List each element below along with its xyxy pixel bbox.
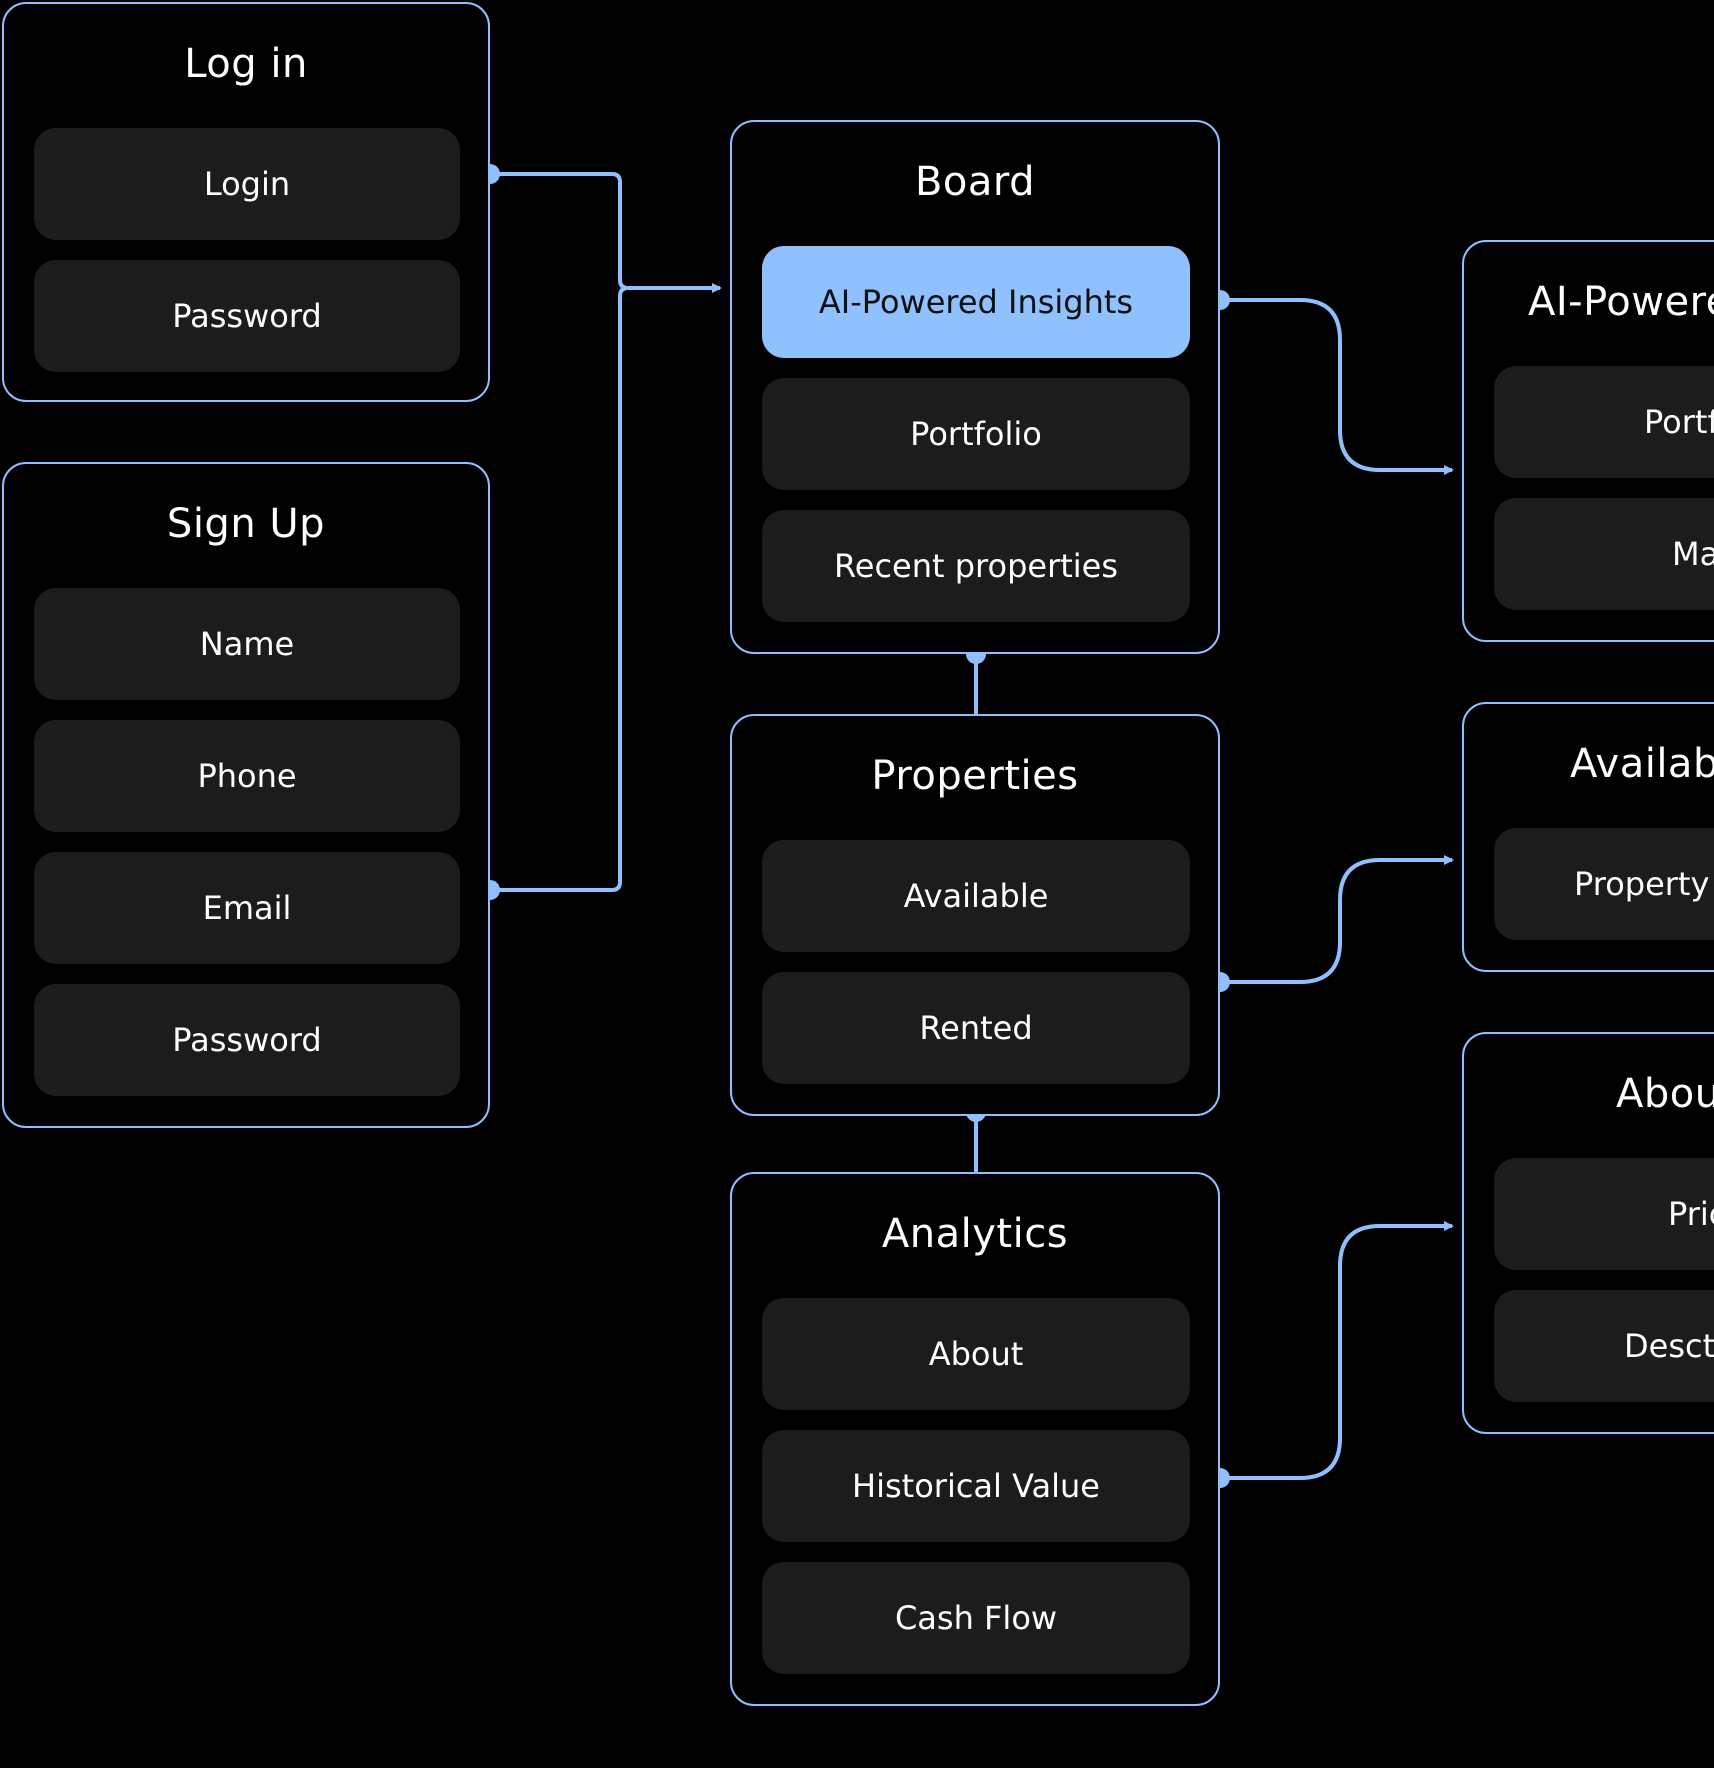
available-panel: Available Property a (1462, 702, 1714, 972)
board-panel-title: Board (914, 159, 1036, 205)
analytics-about-button[interactable]: About (762, 1298, 1190, 1410)
login-field[interactable]: Login (34, 128, 460, 240)
ai-insights-panel: AI-Powered Portf Ma (1462, 240, 1714, 642)
properties-panel-title: Properties (871, 753, 1079, 799)
connector-board-to-ai-panel (1220, 298, 1454, 475)
analytics-cash-flow-button[interactable]: Cash Flow (762, 1562, 1190, 1674)
available-property-item[interactable]: Property a (1494, 828, 1714, 940)
about-price-item[interactable]: Pric (1494, 1158, 1714, 1270)
board-panel: Board AI-Powered Insights Portfolio Rece… (730, 120, 1220, 654)
properties-available-button[interactable]: Available (762, 840, 1190, 952)
ai-insights-portfolio-item[interactable]: Portf (1494, 366, 1714, 478)
properties-rented-button[interactable]: Rented (762, 972, 1190, 1084)
board-recent-properties-button[interactable]: Recent properties (762, 510, 1190, 622)
available-panel-title: Available (1570, 741, 1714, 787)
signup-phone-field[interactable]: Phone (34, 720, 460, 832)
board-ai-insights-button[interactable]: AI-Powered Insights (762, 246, 1190, 358)
about-description-item[interactable]: Descti (1494, 1290, 1714, 1402)
analytics-historical-value-button[interactable]: Historical Value (762, 1430, 1190, 1542)
login-password-field[interactable]: Password (34, 260, 460, 372)
right-column-clip: AI-Powered Portf Ma Available Property a… (1450, 0, 1714, 1768)
properties-panel: Properties Available Rented (730, 714, 1220, 1116)
ai-insights-second-item[interactable]: Ma (1494, 498, 1714, 610)
about-panel-title: Abou (1616, 1071, 1714, 1117)
connector-login-to-board (490, 172, 722, 293)
connector-properties-to-available-panel (1220, 855, 1454, 984)
connector-signup-to-board (490, 286, 629, 892)
analytics-panel: Analytics About Historical Value Cash Fl… (730, 1172, 1220, 1706)
signup-panel-title: Sign Up (166, 501, 326, 547)
login-panel: Log in Login Password (2, 2, 490, 402)
signup-email-field[interactable]: Email (34, 852, 460, 964)
connector-analytics-to-about-panel (1220, 1221, 1454, 1480)
signup-panel: Sign Up Name Phone Email Password (2, 462, 490, 1128)
about-panel: Abou Pric Descti (1462, 1032, 1714, 1434)
ai-insights-panel-title: AI-Powered (1528, 279, 1714, 325)
analytics-panel-title: Analytics (881, 1211, 1069, 1257)
board-portfolio-button[interactable]: Portfolio (762, 378, 1190, 490)
signup-password-field[interactable]: Password (34, 984, 460, 1096)
signup-name-field[interactable]: Name (34, 588, 460, 700)
login-panel-title: Log in (184, 41, 308, 87)
